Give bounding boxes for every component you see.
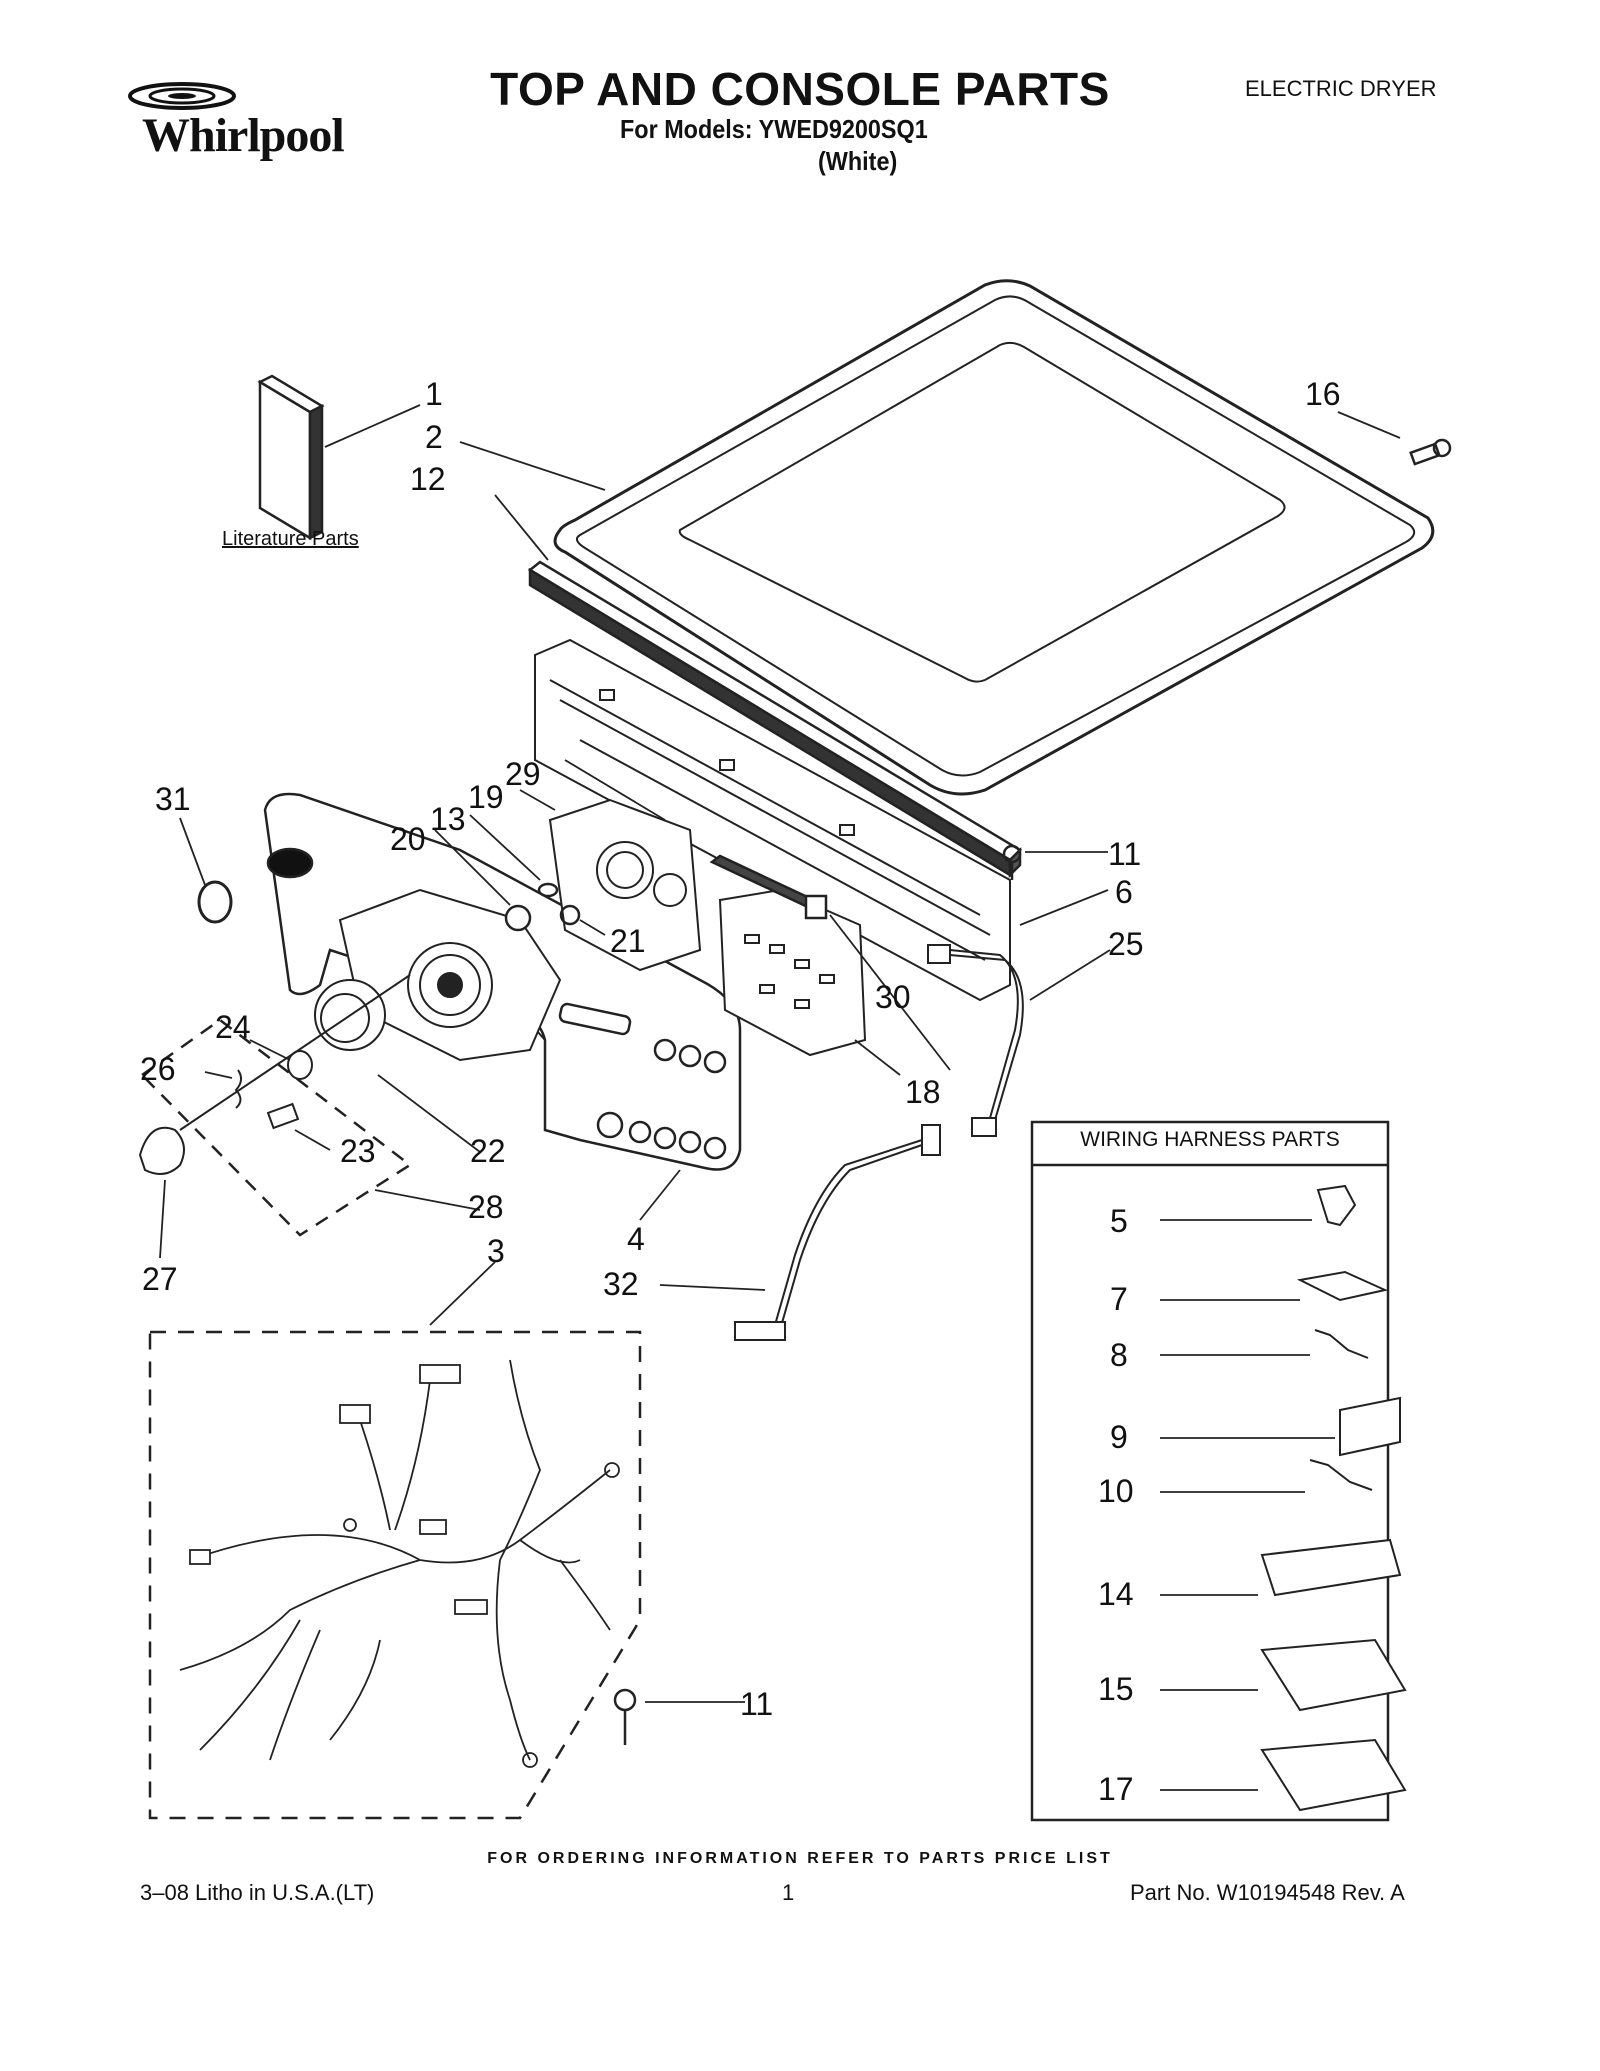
screw-16 bbox=[1409, 438, 1452, 466]
callout-2: 2 bbox=[425, 419, 443, 455]
callout-labels: 1 2 12 16 31 20 13 19 29 21 11 6 25 30 2… bbox=[140, 376, 1341, 1807]
callout-24: 24 bbox=[215, 1009, 251, 1045]
callout-26: 26 bbox=[140, 1051, 176, 1087]
wiring-harness-title: WIRING HARNESS PARTS bbox=[1080, 1128, 1340, 1151]
callout-11-upper: 11 bbox=[1108, 836, 1141, 872]
wiring-item-8: 8 bbox=[1110, 1337, 1128, 1373]
knob-assembly-box bbox=[140, 1018, 413, 1237]
screw-11-upper bbox=[1002, 844, 1022, 880]
harness-25 bbox=[927, 944, 1024, 1137]
models-line: For Models: YWED9200SQ1 bbox=[620, 114, 928, 144]
control-board-frame bbox=[548, 798, 702, 972]
wiring-item-9: 9 bbox=[1110, 1419, 1128, 1455]
callout-23: 23 bbox=[340, 1133, 376, 1169]
wiring-item-10: 10 bbox=[1098, 1473, 1134, 1509]
callout-21: 21 bbox=[610, 923, 646, 959]
literature-parts-label: Literature Parts bbox=[222, 528, 359, 550]
wiring-item-14: 14 bbox=[1098, 1576, 1134, 1612]
callout-22: 22 bbox=[470, 1133, 506, 1169]
callout-28: 28 bbox=[468, 1189, 504, 1225]
callout-25: 25 bbox=[1108, 926, 1144, 962]
bushing-21 bbox=[559, 904, 581, 926]
callout-31: 31 bbox=[155, 781, 191, 817]
console-frame bbox=[338, 888, 562, 1062]
brand-wordmark: Whirlpool bbox=[142, 109, 345, 162]
callout-18: 18 bbox=[905, 1074, 941, 1110]
callout-16: 16 bbox=[1305, 376, 1341, 412]
main-harness-box bbox=[148, 1330, 642, 1820]
ordering-note: FOR ORDERING INFORMATION REFER TO PARTS … bbox=[487, 1850, 1113, 1867]
color-line: (White) bbox=[818, 146, 898, 176]
product-type: ELECTRIC DRYER bbox=[1245, 76, 1437, 101]
main-harness bbox=[179, 1359, 620, 1768]
leader-lines bbox=[159, 404, 1401, 1791]
wiring-item-7: 7 bbox=[1110, 1281, 1128, 1317]
literature-booklet bbox=[257, 374, 325, 541]
callout-20: 20 bbox=[390, 821, 426, 857]
gear-20 bbox=[504, 904, 532, 932]
console-bracket bbox=[534, 638, 1011, 1002]
callout-13: 13 bbox=[430, 801, 466, 837]
whirlpool-swirl-icon bbox=[128, 82, 236, 110]
cable-tie bbox=[709, 854, 828, 920]
knob-assembly bbox=[138, 974, 411, 1175]
callout-3: 3 bbox=[487, 1233, 505, 1269]
wiring-part-icons bbox=[1260, 1184, 1407, 1812]
callout-12: 12 bbox=[410, 461, 446, 497]
page-title: TOP AND CONSOLE PARTS bbox=[490, 63, 1110, 115]
harness-32 bbox=[734, 1124, 941, 1341]
callout-11-lower: 11 bbox=[740, 1686, 773, 1722]
callout-4: 4 bbox=[627, 1221, 645, 1257]
litho-text: 3–08 Litho in U.S.A.(LT) bbox=[140, 1880, 375, 1905]
part-number: Part No. W10194548 Rev. A bbox=[1130, 1880, 1405, 1905]
top-panel bbox=[553, 279, 1435, 796]
page-number: 1 bbox=[782, 1880, 795, 1905]
screw-11-lower bbox=[613, 1688, 637, 1745]
wiring-item-15: 15 bbox=[1098, 1671, 1134, 1707]
callout-29: 29 bbox=[505, 756, 541, 792]
callout-1: 1 bbox=[425, 376, 443, 412]
callout-19: 19 bbox=[468, 779, 504, 815]
callout-32: 32 bbox=[603, 1266, 639, 1302]
callout-30: 30 bbox=[875, 979, 911, 1015]
o-ring bbox=[197, 880, 233, 924]
front-strip bbox=[527, 560, 1023, 879]
callout-6: 6 bbox=[1115, 874, 1133, 910]
spring-13 bbox=[537, 882, 559, 898]
callout-27: 27 bbox=[142, 1261, 178, 1297]
wiring-item-17: 17 bbox=[1098, 1771, 1134, 1807]
wiring-item-5: 5 bbox=[1110, 1203, 1128, 1239]
whirlpool-logo: Whirlpool bbox=[120, 78, 370, 168]
